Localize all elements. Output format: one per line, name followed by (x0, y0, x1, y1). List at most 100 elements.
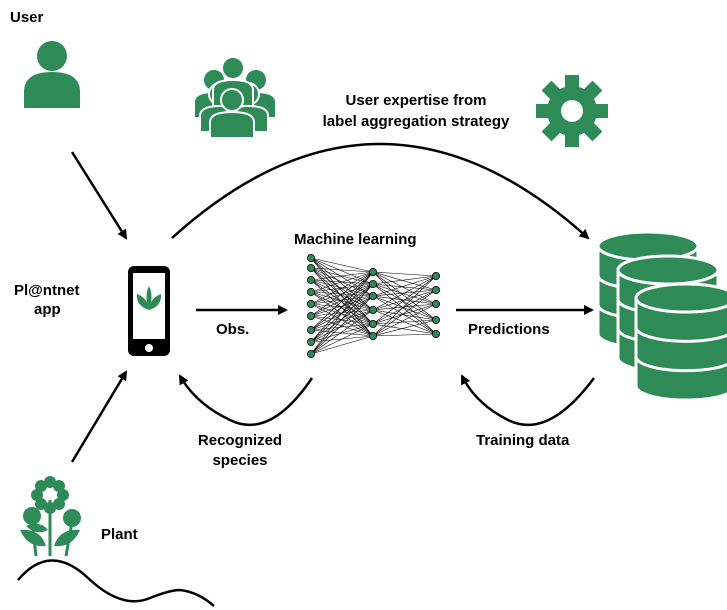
nn-edge (372, 271, 437, 291)
nn-edge (310, 323, 374, 343)
gear-icon (536, 75, 608, 147)
app-label-line1: Pl@ntnet (14, 282, 80, 299)
nn-edge (310, 309, 374, 331)
app-label-line2: app (34, 301, 61, 318)
nn-edge (310, 257, 374, 273)
nn-node (431, 315, 440, 324)
nn-edge (372, 303, 437, 337)
nn-edge (310, 323, 374, 355)
nn-edge (310, 267, 374, 273)
nn-node (368, 319, 377, 328)
user-icon (24, 41, 80, 108)
obs-label: Obs. (216, 321, 250, 338)
nn-edge (372, 303, 437, 325)
nn-edge (310, 257, 374, 325)
nn-node (368, 279, 377, 288)
training-data-label: Training data (476, 432, 570, 449)
nn-node (431, 285, 440, 294)
database-icon (596, 230, 727, 402)
arrows (70, 142, 596, 463)
recognized-label-line1: Recognized (197, 432, 283, 449)
arrow-db-to-ml-curve (460, 374, 596, 427)
nn-edge (310, 279, 374, 311)
nn-node (306, 287, 315, 296)
nn-edge (372, 289, 437, 325)
nn-edge (310, 323, 374, 331)
nn-edge (372, 295, 437, 321)
arrow-plant-to-app (70, 370, 128, 463)
machine-learning-label: Machine learning (294, 231, 417, 248)
nn-edge (310, 291, 374, 325)
plant-label: Plant (101, 526, 138, 543)
nn-edge (310, 271, 374, 355)
nn-edge (310, 271, 374, 281)
nn-node (431, 299, 440, 308)
phone-icon (128, 266, 170, 356)
arrow-user-to-app (70, 151, 128, 240)
nn-edge (310, 271, 374, 331)
nn-edge (310, 309, 374, 355)
nn-node (368, 305, 377, 314)
nn-edge (372, 275, 437, 337)
nn-node (306, 253, 315, 262)
expertise-label-line1: User expertise from (345, 92, 487, 109)
predictions-label: Predictions (468, 321, 550, 338)
nn-edge (372, 275, 437, 325)
nn-edge (372, 271, 437, 335)
nn-edge (372, 289, 437, 337)
nn-edge (372, 271, 437, 321)
expertise-label-line2: label aggregation strategy (322, 113, 510, 130)
crowd-icon (193, 56, 277, 139)
nn-edge (310, 279, 374, 325)
nn-edge (310, 271, 374, 293)
nn-edge (372, 271, 437, 305)
nn-edge (310, 303, 374, 325)
nn-edge (310, 267, 374, 311)
nn-edge (310, 283, 374, 317)
neural-network-icon (306, 253, 440, 358)
nn-edge (372, 271, 437, 277)
nn-node (431, 329, 440, 338)
nn-node (306, 337, 315, 346)
nn-node (368, 267, 377, 276)
recognized-label-line2: species (212, 452, 268, 469)
nn-edge (372, 275, 437, 311)
nn-edge (310, 309, 374, 343)
nn-edge (372, 275, 437, 297)
database-cylinder (634, 282, 727, 402)
nn-edge (372, 309, 437, 321)
nn-edge (310, 271, 374, 317)
nn-node (431, 271, 440, 280)
nn-node (306, 299, 315, 308)
nn-edge (372, 319, 437, 337)
arrow-ml-to-app-curve (178, 374, 314, 427)
nn-node (368, 331, 377, 340)
nn-edge (372, 283, 437, 321)
nn-edge (310, 267, 374, 325)
nn-edge (310, 271, 374, 305)
nn-node (306, 311, 315, 320)
nn-edge (310, 271, 374, 343)
nn-edge (372, 333, 437, 337)
nn-node (306, 325, 315, 334)
nn-node (368, 291, 377, 300)
nn-edge (372, 319, 437, 325)
nn-edge (310, 295, 374, 355)
nn-edge (372, 283, 437, 291)
user-label: User (10, 9, 44, 26)
plant-icon (17, 476, 215, 607)
nn-edge (372, 283, 437, 335)
nn-edge (310, 257, 374, 337)
nn-node (306, 275, 315, 284)
nn-edge (372, 283, 437, 305)
nn-edge (310, 295, 374, 317)
nn-edge (310, 335, 374, 355)
nn-node (306, 263, 315, 272)
nn-edge (372, 275, 437, 285)
nn-edge (310, 283, 374, 355)
nn-node (306, 349, 315, 358)
arrow-app-to-db-curve (171, 142, 590, 240)
nn-edge (310, 257, 374, 285)
